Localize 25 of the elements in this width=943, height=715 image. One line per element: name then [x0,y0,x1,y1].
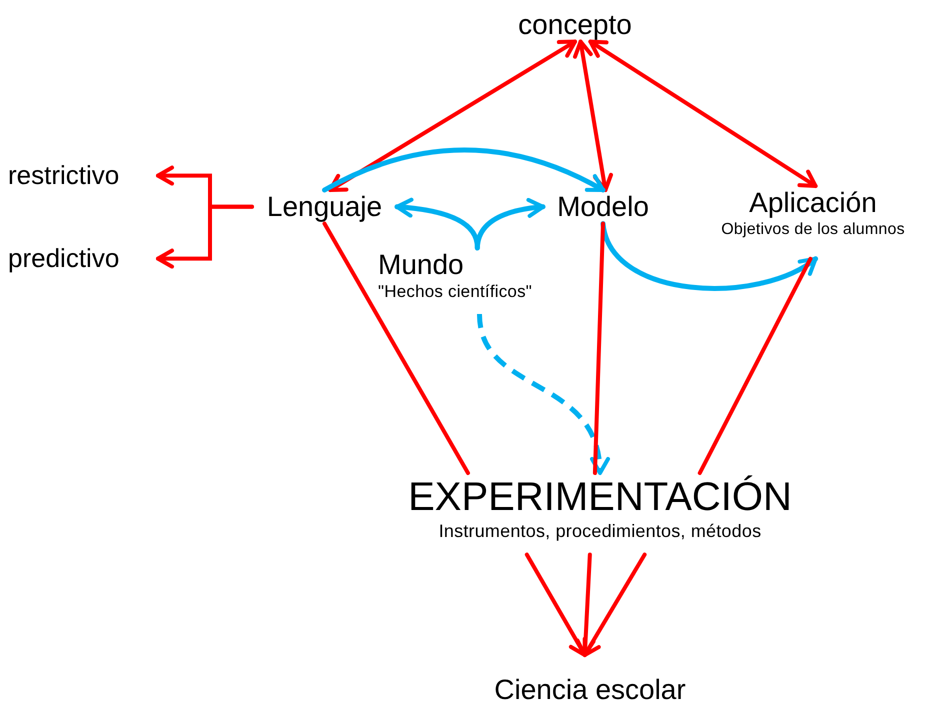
concept-label: predictivo [8,243,158,274]
arrow [474,198,546,250]
node-title: Mundo [378,248,465,282]
arrow [576,552,596,657]
connector-line [592,222,605,475]
arrow [600,221,818,291]
arrow [156,204,254,269]
arrow [582,552,647,657]
concept-label: concepto [505,8,645,42]
arrow [328,40,577,192]
connector-line [322,222,470,475]
concept-label: Modelo [543,190,663,224]
dashed-arrow [477,314,608,475]
node-subtitle: Objetivos de los alumnos [720,220,906,239]
arrow [322,148,606,192]
node-subtitle: "Hechos científicos" [378,282,534,302]
arrow [588,40,818,188]
node-title: EXPERIMENTACIÓN [407,474,793,521]
node-title: Aplicación [748,186,878,220]
concept-label: restrictivo [8,160,158,192]
node-subtitle: Instrumentos, procedimientos, métodos [438,521,762,543]
concept-label: Lenguaje [252,190,397,224]
concept-label: Ciencia escolar [460,655,720,707]
connector-line [698,256,812,475]
arrow [573,40,613,192]
